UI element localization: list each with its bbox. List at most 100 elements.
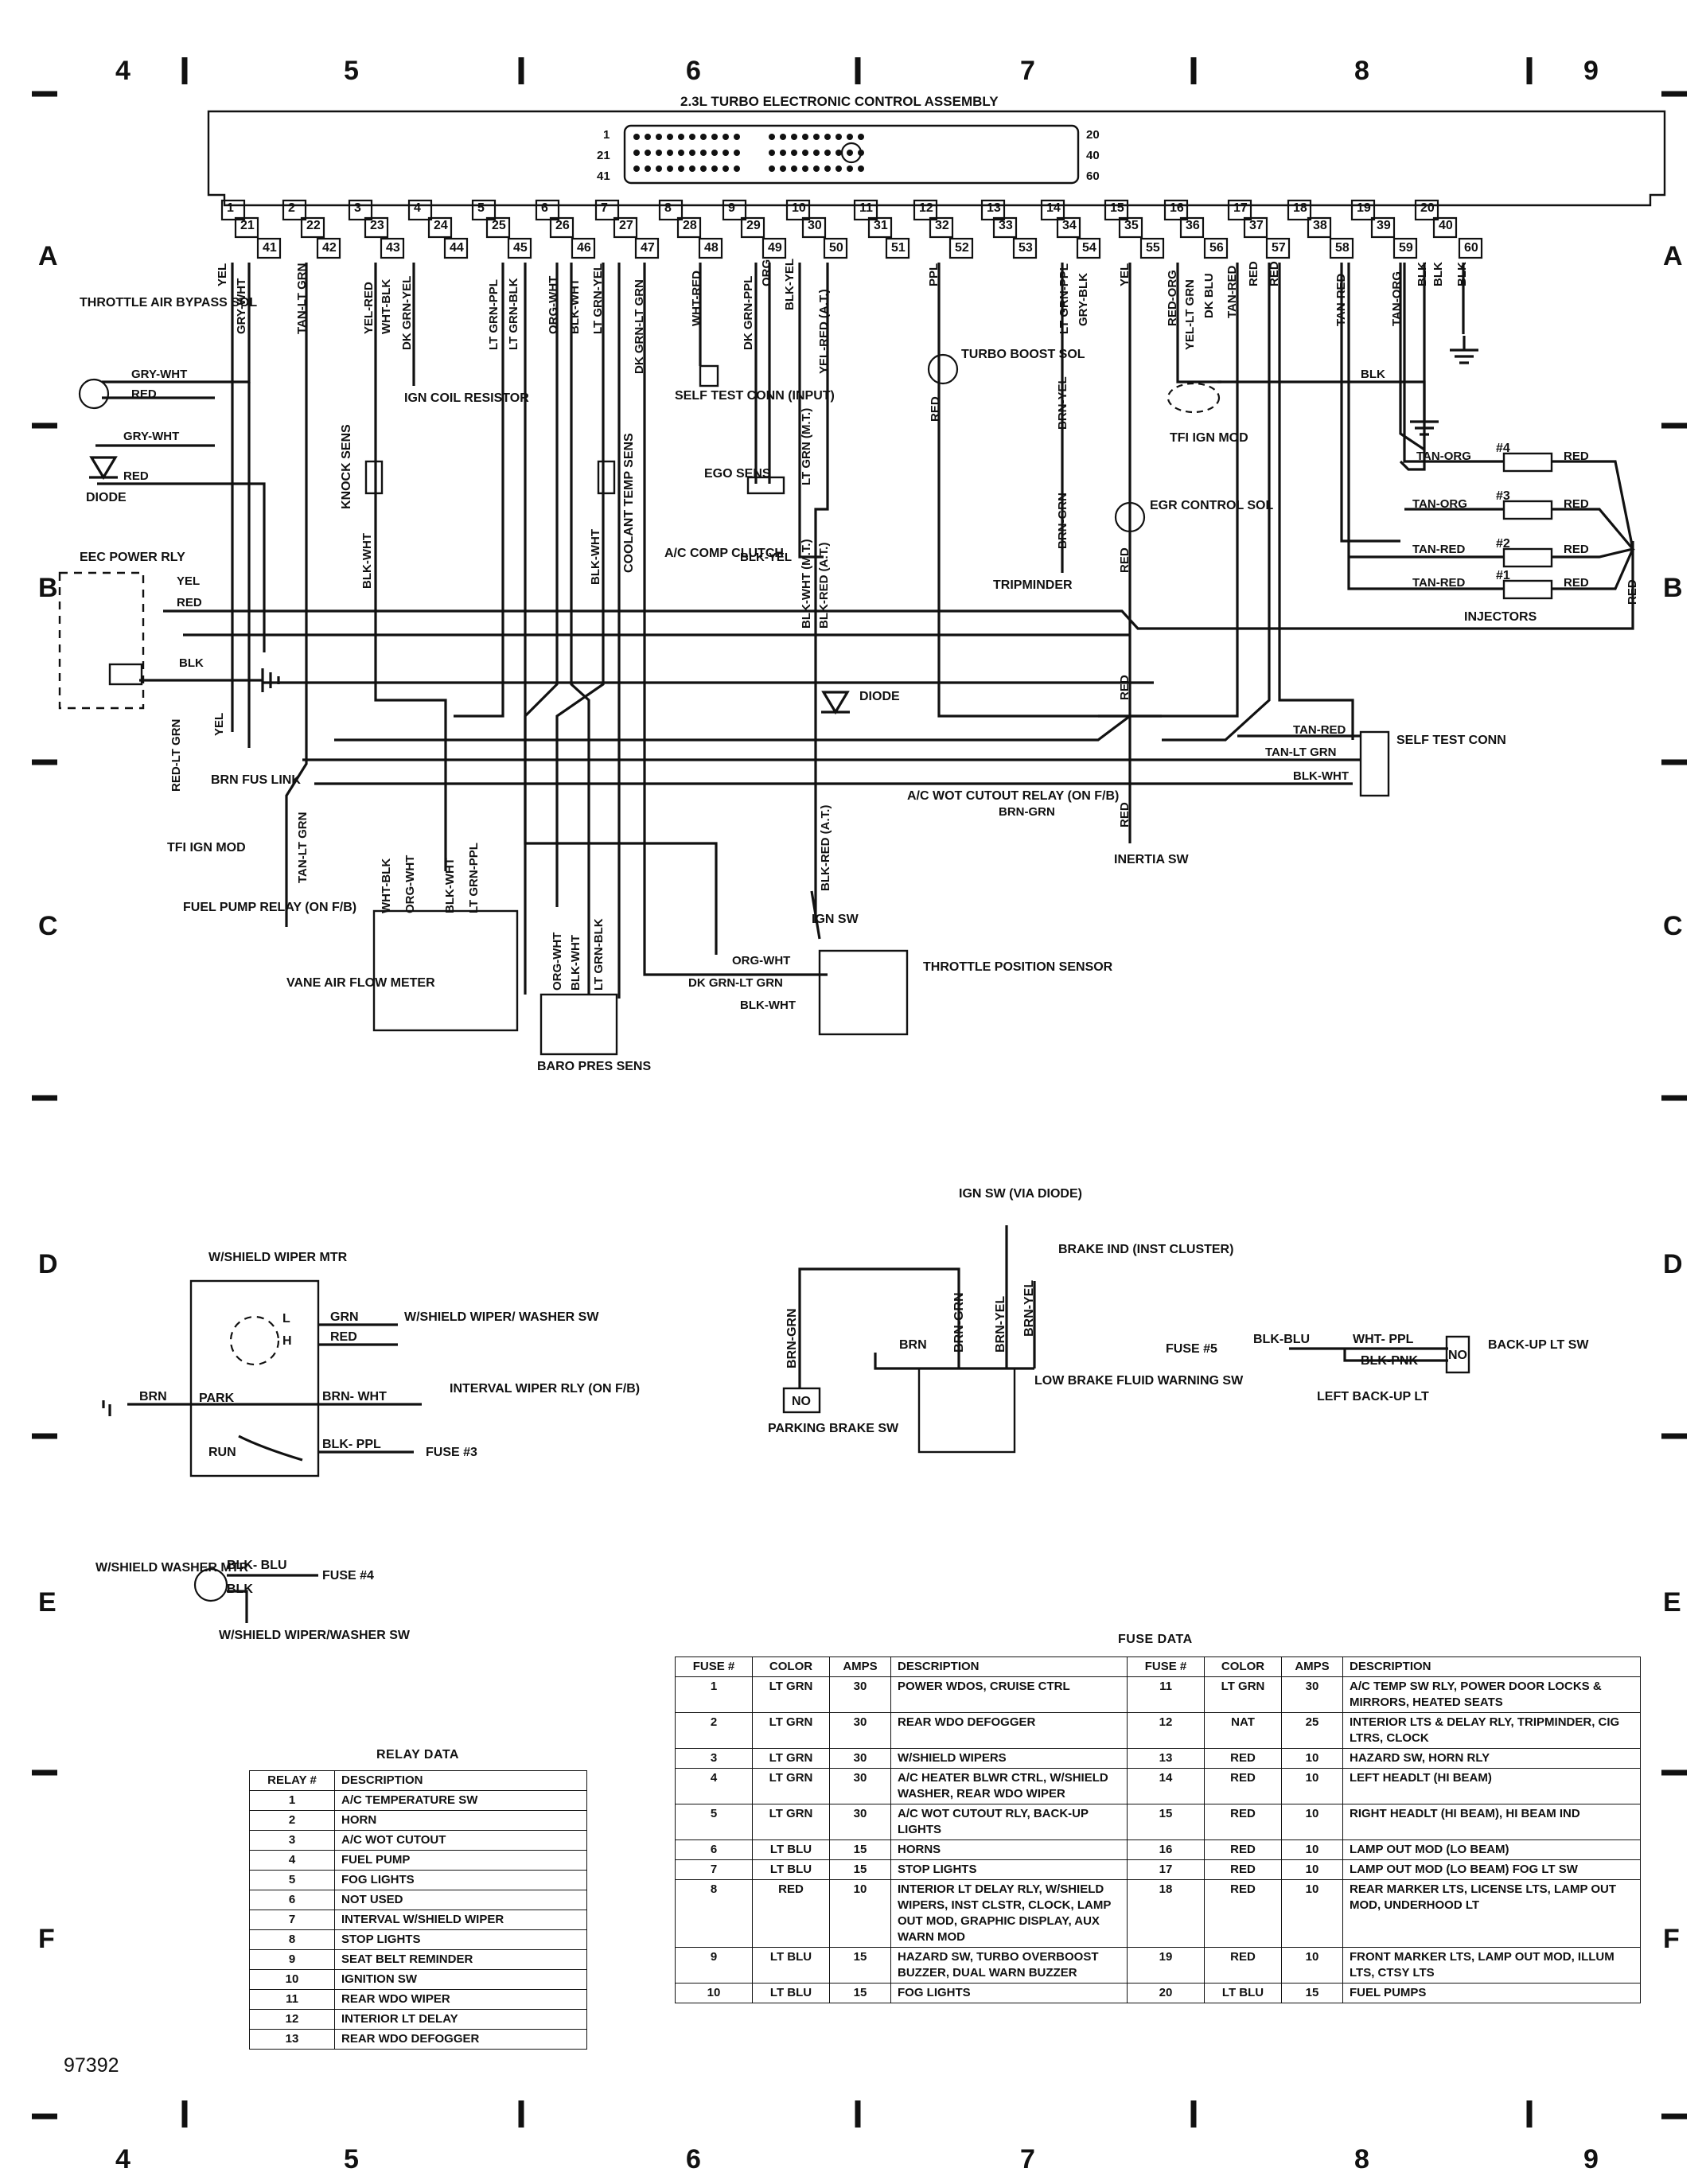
relay-description: A/C TEMPERATURE SW <box>334 1790 587 1811</box>
fuse-header-amps-2: AMPS <box>1281 1656 1343 1677</box>
fuse-number: 1 <box>675 1676 753 1713</box>
wire-brake-brn-grn: BRN-GRN <box>785 1308 799 1368</box>
relay-description: IGNITION SW <box>334 1969 587 1990</box>
relay-number: 12 <box>249 2009 335 2030</box>
ecu-pin-14: 14 <box>1046 201 1061 215</box>
ecu-pin-44: 44 <box>450 241 464 255</box>
fuse-number: 10 <box>675 1983 753 2003</box>
wire-label-p6: ORG-WHT <box>547 276 560 334</box>
fuse-description: LEFT HEADLT (HI BEAM) <box>1342 1768 1641 1804</box>
fuse-number: 11 <box>1127 1676 1205 1713</box>
fuse-amps: 15 <box>1281 1983 1343 2003</box>
wire-label-p37: RED <box>1247 261 1260 286</box>
ecu-pin-13: 13 <box>987 201 1001 215</box>
fuse-color: RED <box>1204 1859 1282 1880</box>
grid-col-7-top: 7 <box>1020 56 1035 86</box>
wire-lt-grn-ppl-vane: LT GRN-PPL <box>467 843 481 913</box>
ecu-pin-38: 38 <box>1313 219 1327 232</box>
fuse-color: LT GRN <box>752 1748 830 1769</box>
fuse-amps: 30 <box>829 1748 891 1769</box>
ecu-pin-9: 9 <box>728 201 735 215</box>
fuse-header-color: COLOR <box>752 1656 830 1677</box>
relay-number: 7 <box>249 1910 335 1930</box>
wire-label-p29: DK GRN-PPL <box>742 276 755 350</box>
grid-col-8-bottom: 8 <box>1354 2144 1369 2174</box>
label-self-test-input: SELF TEST CONN (INPUT) <box>675 389 835 403</box>
label-wiper-H: H <box>282 1334 292 1348</box>
ecu-pin-35: 35 <box>1124 219 1139 232</box>
label-wiper-motor: W/SHIELD WIPER MTR <box>208 1251 348 1264</box>
relay-description: NOT USED <box>334 1890 587 1910</box>
label-washer-sw: W/SHIELD WIPER/ WASHER SW <box>404 1310 599 1324</box>
wire-label-p30b: YEL-RED (A.T.) <box>817 289 831 374</box>
wire-red-inj1: RED <box>1564 576 1589 590</box>
connector-pins <box>633 134 864 172</box>
fuse-color: LT BLU <box>752 1859 830 1880</box>
fuse-description: REAR WDO DEFOGGER <box>890 1712 1128 1749</box>
wire-label-p21: GRY-WHT <box>235 278 248 334</box>
label-eec-power-relay: EEC POWER RLY <box>80 551 185 564</box>
wire-red-relay: RED <box>177 596 202 609</box>
relay-description: INTERIOR LT DELAY <box>334 2009 587 2030</box>
fuse-amps: 10 <box>1281 1839 1343 1860</box>
wire-red-2: RED <box>123 469 149 483</box>
wire-dk-grn-lt-grn-tps: DK GRN-LT GRN <box>688 976 783 990</box>
ecu-pin-34: 34 <box>1062 219 1077 232</box>
wire-blk-red-at-2: BLK-RED (A.T.) <box>819 805 832 891</box>
label-parking-no: NO <box>792 1395 811 1408</box>
fuse-amps: 15 <box>829 1859 891 1880</box>
wire-label-p47: DK GRN-LT GRN <box>633 279 646 374</box>
fuse-description: POWER WDOS, CRUISE CTRL <box>890 1676 1128 1713</box>
wire-label-p1: YEL <box>216 263 229 286</box>
wire-org-wht-tps: ORG-WHT <box>732 954 790 967</box>
relay-number: 2 <box>249 1810 335 1831</box>
ecu-pin-47: 47 <box>641 241 655 255</box>
wire-yel-relay: YEL <box>177 574 200 588</box>
ecu-pin-37: 37 <box>1249 219 1264 232</box>
ecu-pin-10: 10 <box>792 201 806 215</box>
ecu-pin-1: 1 <box>227 201 234 215</box>
fuse-amps: 10 <box>829 1879 891 1948</box>
label-backup-no: NO <box>1448 1349 1467 1362</box>
grid-row-D-left: D <box>38 1249 58 1279</box>
relay-number: 4 <box>249 1850 335 1871</box>
fuse-header-row: FUSE # COLOR AMPS DESCRIPTION FUSE # COL… <box>675 1656 1641 1677</box>
wire-label-p43: WHT-BLK <box>380 279 393 334</box>
wire-blk-wht-coolant: BLK-WHT <box>589 529 602 585</box>
fuse-color: RED <box>752 1879 830 1948</box>
ecu-pin-40: 40 <box>1439 219 1453 232</box>
ecu-pin-30: 30 <box>808 219 822 232</box>
grid-col-4-bottom: 4 <box>115 2144 130 2174</box>
wire-label-p20: BLK <box>1416 262 1429 286</box>
wire-tan-red-2: TAN-RED <box>1412 543 1466 556</box>
relay-number: 6 <box>249 1890 335 1910</box>
fuse-amps: 10 <box>1281 1859 1343 1880</box>
fuse-description: LAMP OUT MOD (LO BEAM) FOG LT SW <box>1342 1859 1641 1880</box>
connector-label-60: 60 <box>1086 169 1100 183</box>
ecu-pin-52: 52 <box>955 241 969 255</box>
grid-col-6-top: 6 <box>686 56 701 86</box>
wire-red-1: RED <box>131 387 157 401</box>
wire-label-p40: BLK <box>1431 262 1445 286</box>
ecu-pin-22: 22 <box>306 219 321 232</box>
label-washer-motor: W/SHIELD WASHER MTR <box>95 1561 248 1575</box>
ecu-pin-26: 26 <box>555 219 570 232</box>
label-baro-pres-sens: BARO PRES SENS <box>537 1060 651 1073</box>
connector-label-41: 41 <box>597 169 610 183</box>
label-brake-ind: BRAKE IND (INST CLUSTER) <box>1058 1243 1233 1256</box>
wire-brn-grn-relay: BRN-GRN <box>999 805 1055 819</box>
relay-number: 1 <box>249 1790 335 1811</box>
fuse-header-amps: AMPS <box>829 1656 891 1677</box>
grid-row-E-left: E <box>38 1587 56 1618</box>
ecu-pin-41: 41 <box>263 241 277 255</box>
grid-row-B-right: B <box>1663 573 1683 603</box>
fuse-amps: 10 <box>1281 1748 1343 1769</box>
wire-label-p17: TAN-RED <box>1225 265 1239 318</box>
document-number: 97392 <box>64 2054 119 2077</box>
wire-tan-lt-grn-stc: TAN-LT GRN <box>1265 746 1336 759</box>
ecu-pin-36: 36 <box>1186 219 1200 232</box>
fuse-amps: 30 <box>829 1804 891 1840</box>
ecu-pin-46: 46 <box>577 241 591 255</box>
